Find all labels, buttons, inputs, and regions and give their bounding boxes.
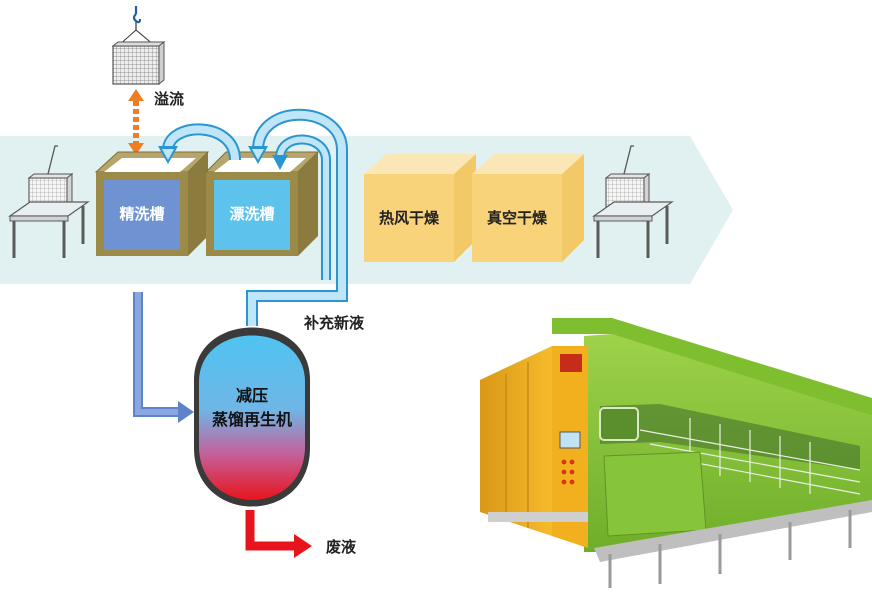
regenerator-label-line1: 减压 (236, 386, 268, 405)
basket-icon (111, 40, 166, 86)
table-icon (8, 201, 90, 258)
machine-photo (480, 318, 872, 588)
overflow-label: 溢流 (154, 90, 184, 108)
hot-air-dryer (364, 154, 476, 262)
regenerator-vessel (194, 327, 310, 507)
vacuum-dryer (472, 154, 584, 262)
waste-liquid-label: 废液 (326, 538, 357, 556)
overflow-arrow (128, 89, 144, 155)
hot-air-dryer-label: 热风干燥 (379, 209, 440, 227)
drain-pipe (133, 292, 194, 423)
waste-arrow (245, 510, 312, 558)
fine-wash-tank-label: 精洗槽 (119, 205, 164, 223)
hanging-basket (111, 6, 166, 86)
rinse-tank-label: 漂洗槽 (229, 205, 274, 223)
vacuum-dryer-label: 真空干燥 (487, 209, 548, 227)
return-pipe-inner (272, 134, 331, 280)
fresh-solvent-label: 补充新液 (303, 314, 365, 332)
unloading-table (592, 145, 674, 258)
hook-icon (117, 6, 156, 47)
fine-wash-tank (94, 151, 210, 256)
return-pipe-rinse-to-fine (158, 123, 241, 164)
loading-table (8, 145, 90, 258)
table-icon (592, 201, 674, 258)
regenerator-label-line2: 蒸馏再生机 (212, 410, 292, 429)
rinse-tank (204, 151, 320, 256)
return-pipe-fresh-solvent (246, 108, 348, 326)
